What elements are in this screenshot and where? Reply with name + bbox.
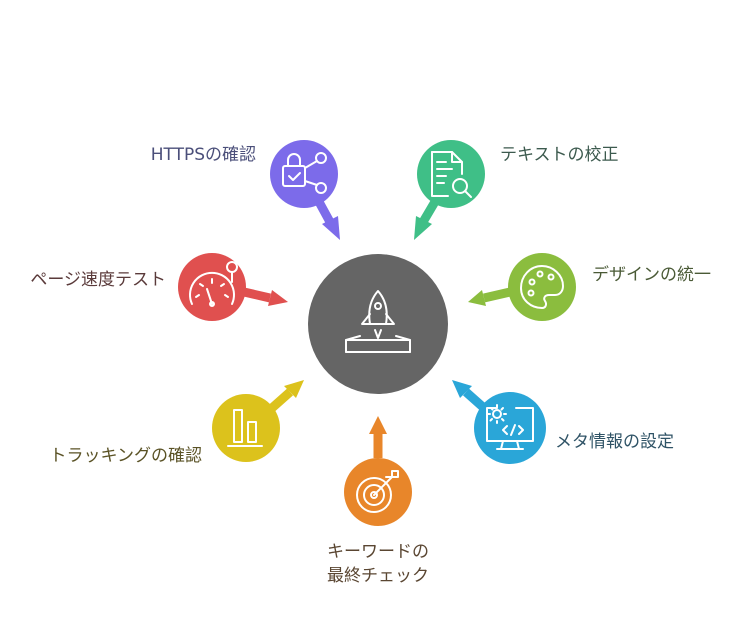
arrow-keyword — [369, 416, 387, 458]
label-https: HTTPSの確認 — [150, 145, 256, 165]
arrow-tracking — [269, 380, 304, 412]
arrow-meta — [452, 380, 487, 412]
node-meta — [474, 392, 546, 464]
lock-share-icon — [282, 152, 327, 194]
arrow-proofread — [414, 197, 440, 240]
label-design: デザインの統一 — [592, 265, 711, 285]
label-tracking: トラッキングの確認 — [49, 446, 203, 466]
node-tracking — [212, 394, 280, 462]
label-keyword-line1: キーワードの — [327, 542, 429, 562]
label-keyword: キーワードの 最終チェック — [298, 540, 458, 588]
label-proofread: テキストの校正 — [500, 145, 619, 165]
target-arrow-icon — [356, 470, 399, 513]
node-design — [508, 253, 576, 321]
monitor-code-gear-icon — [486, 404, 534, 450]
palette-icon — [520, 265, 564, 309]
rocket-launch-icon — [345, 290, 411, 353]
document-search-icon — [431, 151, 472, 198]
label-speed: ページ速度テスト — [30, 270, 166, 290]
arrow-design — [468, 287, 512, 306]
label-keyword-line2: 最終チェック — [327, 566, 429, 586]
bar-chart-icon — [227, 409, 263, 447]
label-meta: メタ情報の設定 — [555, 432, 674, 452]
speedometer-icon — [189, 261, 238, 307]
arrow-speed — [242, 287, 288, 306]
arrow-https — [314, 197, 340, 240]
node-proofread — [417, 140, 485, 208]
